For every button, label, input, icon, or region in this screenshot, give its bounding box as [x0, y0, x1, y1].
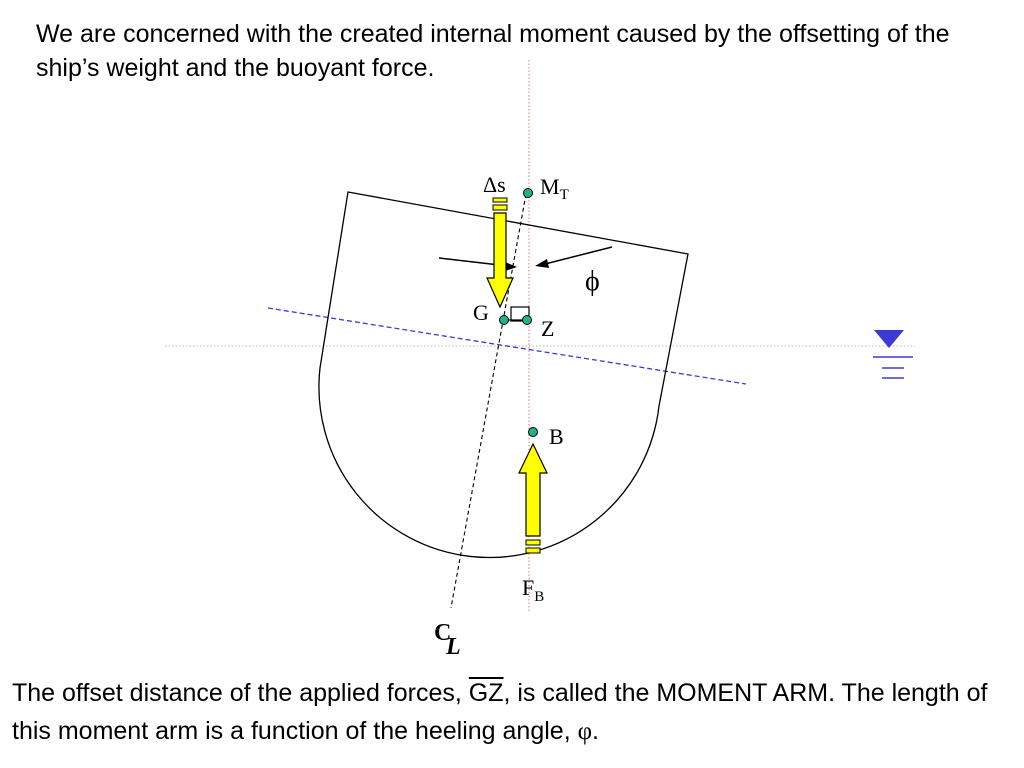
- label-cl-l: L: [445, 634, 461, 660]
- gz-symbol: GZ: [468, 679, 504, 707]
- weight-arrow: [486, 197, 514, 309]
- point-z: [522, 315, 532, 325]
- label-f: FB: [522, 575, 544, 605]
- phi-symbol: φ: [577, 718, 593, 745]
- conclusion-text-end: .: [592, 717, 599, 745]
- conclusion-text-part: The offset distance of the applied force…: [12, 679, 469, 707]
- label-z: Z: [541, 316, 554, 341]
- conclusion-text: The offset distance of the applied force…: [12, 674, 1017, 751]
- label-phi: ϕ: [585, 266, 600, 297]
- conclusion-text-part: , is called the MOMENT ARM. The length o…: [12, 679, 988, 745]
- heeled-waterline: [267, 307, 747, 385]
- label-f-sub: B: [534, 589, 544, 605]
- label-cl-c: C: [434, 620, 451, 646]
- ship-centerline: [450, 193, 527, 609]
- label-delta-s: Δs: [483, 172, 506, 197]
- right-angle-marker: [510, 306, 530, 322]
- label-b: B: [549, 424, 564, 449]
- label-m: MT: [540, 174, 569, 203]
- point-m: [523, 188, 533, 198]
- ship-hull: [318, 191, 689, 559]
- intro-text: We are concerned with the created intern…: [36, 20, 950, 82]
- point-b: [528, 427, 538, 437]
- point-g: [499, 315, 509, 325]
- water-level-icon: [873, 330, 913, 379]
- label-m-sub: T: [560, 187, 569, 203]
- buoyant-force-arrow: [518, 442, 548, 554]
- label-g: G: [473, 300, 489, 325]
